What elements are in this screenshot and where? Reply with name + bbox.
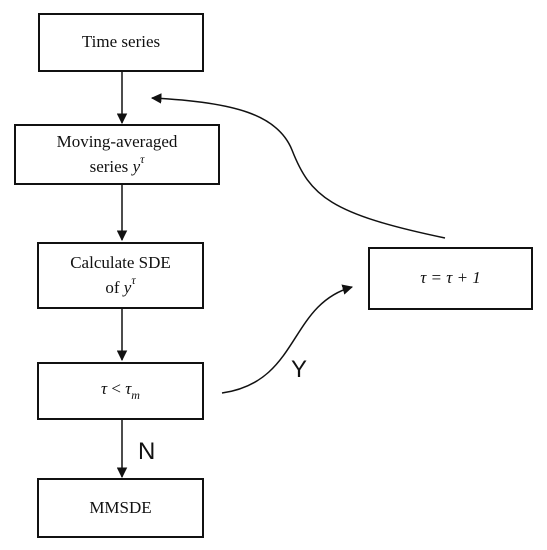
node-calculate-sde-of-word: of	[105, 278, 120, 297]
node-moving-averaged-sup: τ	[140, 152, 145, 166]
arrow-update-to-moving	[150, 93, 446, 239]
node-update: τ = τ + 1	[368, 247, 533, 310]
node-condition: τ < τm	[37, 362, 204, 420]
node-moving-averaged: Moving-averaged series yτ	[14, 124, 220, 185]
node-condition-expression: τ < τm	[101, 379, 140, 402]
node-mmsde: MMSDE	[37, 478, 204, 538]
node-moving-averaged-text: Moving-averaged series yτ	[57, 132, 178, 178]
node-moving-averaged-line1: Moving-averaged	[56, 131, 178, 151]
node-update-label: τ = τ + 1	[420, 268, 481, 288]
node-mmsde-label: MMSDE	[89, 497, 152, 517]
node-calculate-sde-var: y	[123, 278, 132, 297]
node-time-series: Time series	[38, 13, 204, 72]
node-moving-averaged-line2: series yτ	[57, 152, 178, 177]
node-calculate-sde-sup: τ	[131, 273, 136, 287]
arrow-condition-to-update	[221, 284, 354, 394]
node-calculate-sde-line1: Calculate SDE	[70, 252, 171, 272]
node-condition-op: <	[107, 379, 126, 399]
node-calculate-sde-text: Calculate SDE of yτ	[70, 253, 171, 299]
node-calculate-sde: Calculate SDE of yτ	[37, 242, 204, 309]
edge-label-yes: Y	[291, 356, 308, 383]
node-calculate-sde-line2: of yτ	[70, 273, 171, 298]
node-condition-rhs: τ	[125, 379, 132, 399]
node-moving-averaged-series-word: series	[89, 157, 129, 176]
node-moving-averaged-var: y	[132, 157, 141, 176]
edge-label-no: N	[138, 438, 156, 465]
node-condition-lhs: τ	[101, 379, 108, 399]
node-condition-sub: m	[131, 388, 140, 403]
node-time-series-label: Time series	[81, 32, 161, 52]
